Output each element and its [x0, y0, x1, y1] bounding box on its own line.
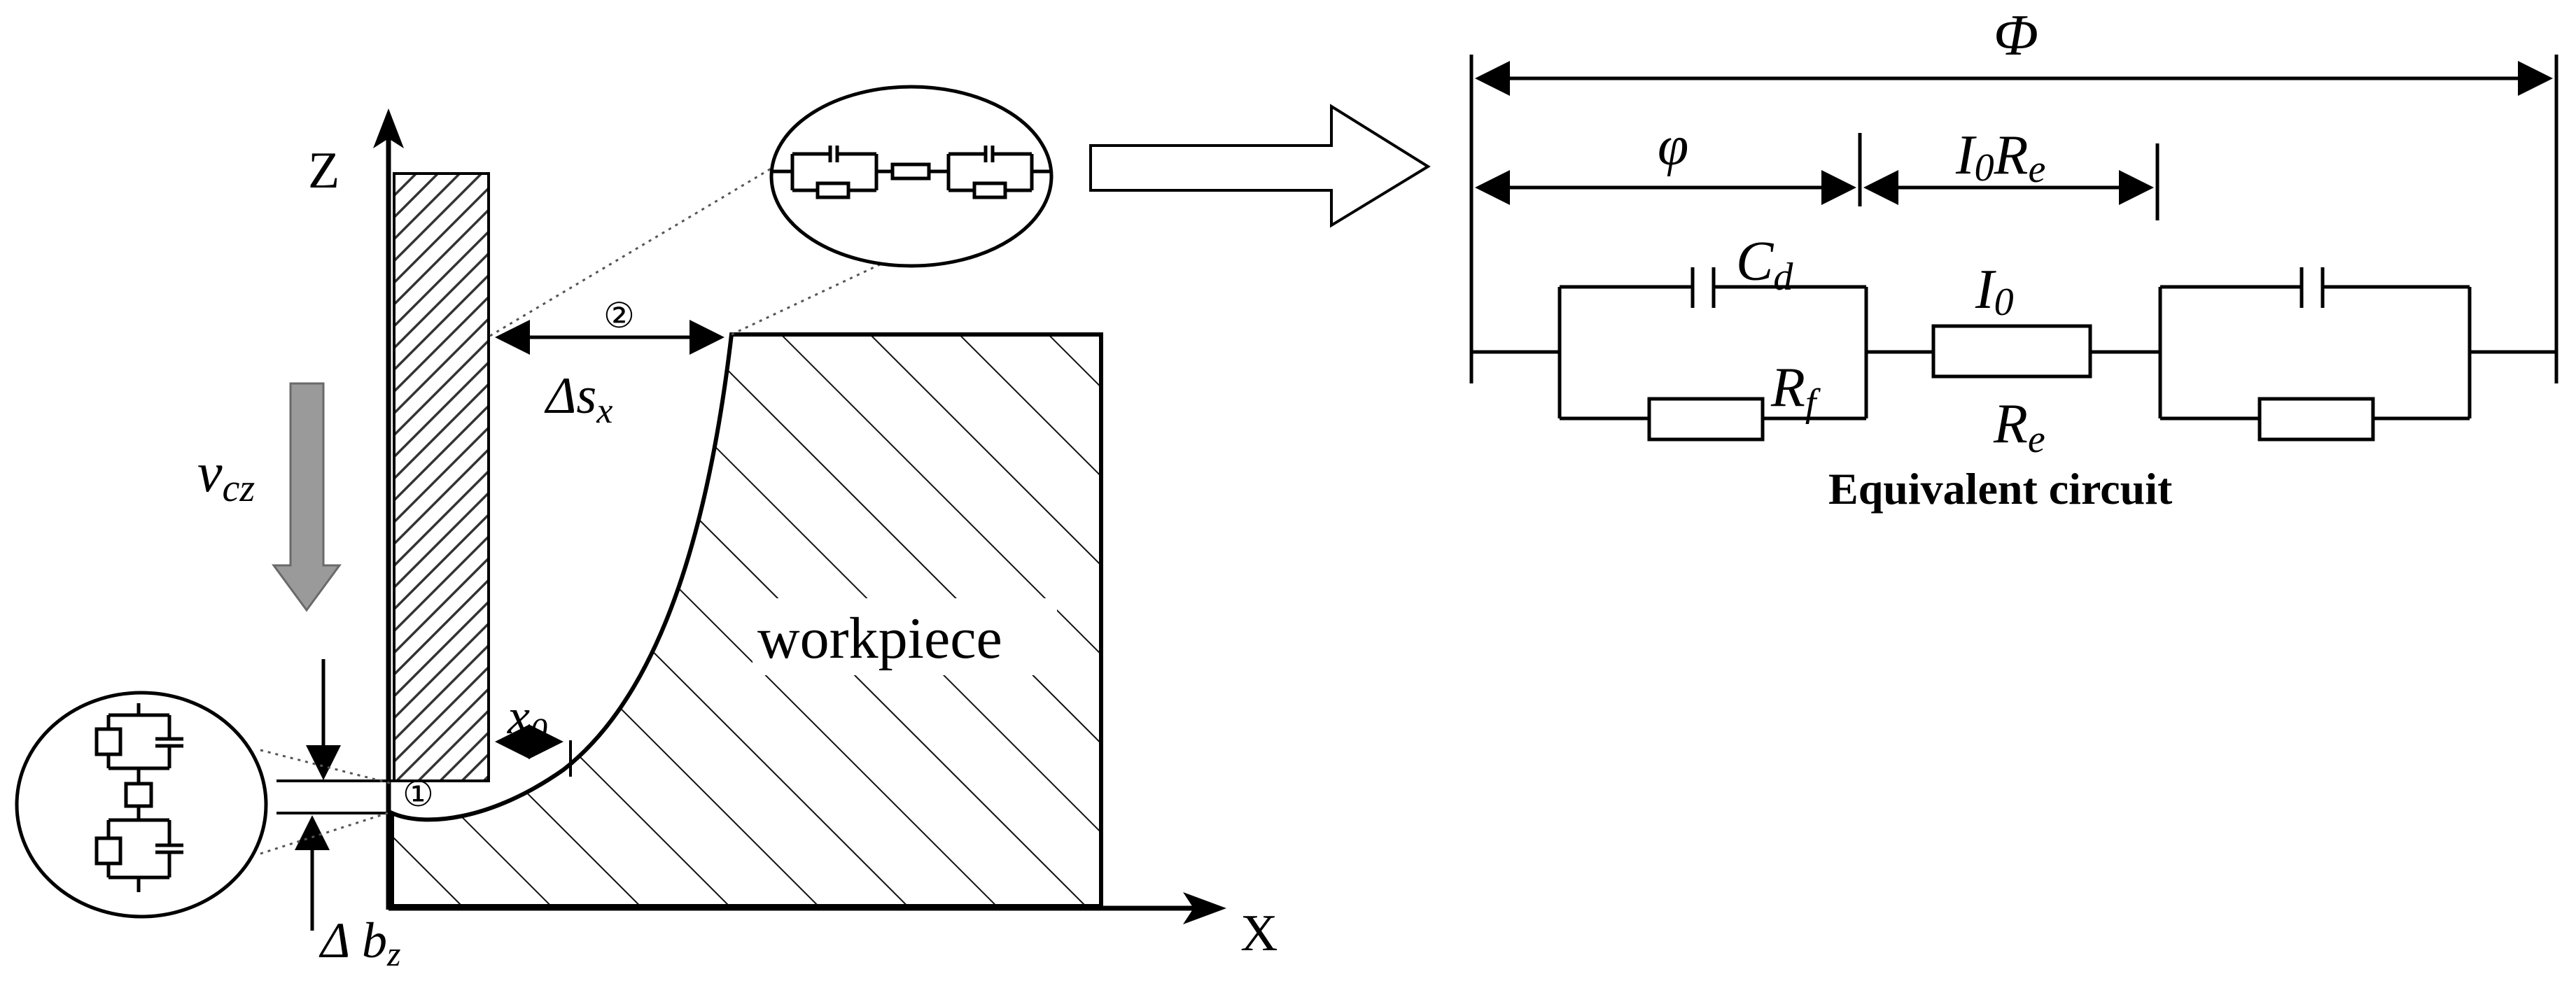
velocity-label: vcz	[197, 442, 255, 510]
z-axis-arrowhead	[373, 108, 404, 148]
leader-line-top-1	[489, 151, 799, 337]
circuit-wiring	[1471, 267, 2556, 442]
point-2-label: ②	[603, 296, 635, 335]
initial-gap-label: x0	[507, 689, 547, 749]
side-gap-label: Δsx	[544, 367, 612, 431]
magnify-block-arrow	[1089, 104, 1431, 228]
x-axis-label: X	[1240, 905, 1278, 962]
workpiece-label-bg	[752, 598, 1057, 675]
equivalent-circuit: Φ φ I0Re Cd I0 Rf Re Equivalent circuit	[1469, 3, 2558, 514]
current-label: I0	[1975, 259, 2014, 324]
circuit-caption: Equivalent circuit	[1828, 464, 2173, 514]
side-gap-mini-circuit	[771, 146, 1051, 199]
workpiece-label: workpiece	[757, 606, 1002, 671]
capacitance-label: Cd	[1736, 231, 1793, 299]
tool-electrode	[393, 172, 490, 782]
ohmic-drop-label: I0Re	[1955, 125, 2045, 191]
leader-line-bottom-1	[260, 749, 393, 785]
end-gap-label: Δ bz	[318, 912, 400, 973]
workpiece	[390, 332, 1103, 908]
point-1-label: ①	[402, 775, 434, 814]
z-axis-label: Z	[308, 142, 340, 199]
feed-velocity-arrow	[272, 382, 342, 612]
end-gap-mini-circuit	[94, 703, 183, 892]
phi-total-label: Φ	[1994, 3, 2038, 68]
phi-local-label: φ	[1658, 115, 1688, 177]
film-resistance-label: Rf	[1770, 357, 1821, 425]
x-axis-arrowhead	[1183, 892, 1226, 924]
electrolyte-resistance-label: Re	[1993, 393, 2045, 461]
leader-line-bottom-2	[260, 810, 393, 855]
machining-geometry: Z X vcz Δsx ② ① x0 Δ bz workpiece	[15, 85, 1278, 973]
